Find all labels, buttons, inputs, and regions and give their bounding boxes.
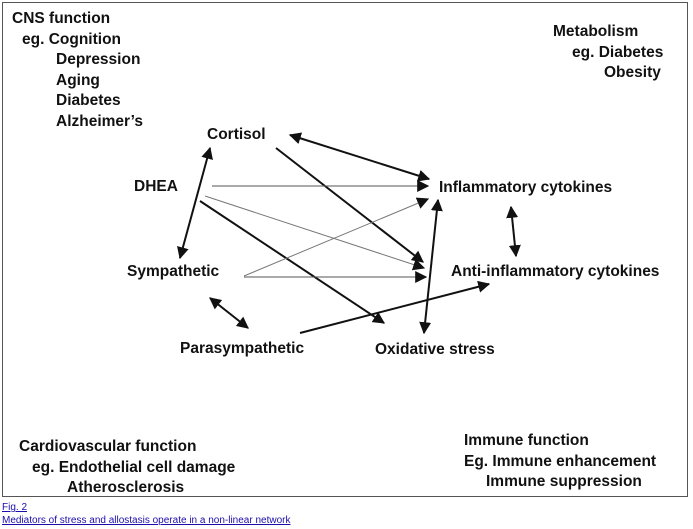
immune-line: Immune suppression <box>486 473 642 490</box>
arrow-inflammatory-antiinflammatory <box>506 205 521 258</box>
cns-line: Alzheimer’s <box>56 112 144 130</box>
cns-line: Depression <box>56 51 141 68</box>
node-sympathetic: Sympathetic <box>127 263 220 280</box>
cns-line: Aging <box>56 71 100 89</box>
arrow-sympathetic-parasympathetic <box>209 297 249 329</box>
cardiovascular-block: Cardiovascular function eg. Endothelial … <box>19 437 235 499</box>
cns-function-block: CNS function eg. Cognition Depression Ag… <box>12 9 143 132</box>
cardio-line: eg. Endothelial cell damage <box>32 458 236 476</box>
arrow-cortisol-antiinflammatory <box>275 147 424 263</box>
cns-line: Diabetes <box>56 92 121 109</box>
node-inflammatory-cytokines: Inflammatory cytokines <box>439 179 613 196</box>
metabolism-title: Metabolism <box>553 23 639 40</box>
metabolism-block: Metabolism eg. Diabetes Obesity <box>553 22 663 84</box>
arrow-dhea-antiinflammatory <box>204 195 426 271</box>
node-anti-inflammatory-cytokines: Anti-inflammatory cytokines <box>451 263 660 280</box>
arrow-parasympathetic-antiinflammatory <box>299 280 491 334</box>
metabolism-line: eg. Diabetes <box>572 43 664 61</box>
metabolism-line: Obesity <box>604 64 661 81</box>
node-parasympathetic: Parasympathetic <box>180 340 305 357</box>
immune-block: Immune function Eg. Immune enhancement I… <box>464 431 656 493</box>
arrow-cortisol-sympathetic <box>177 146 213 260</box>
cardio-title: Cardiovascular function <box>19 438 197 455</box>
node-oxidative-stress: Oxidative stress <box>375 341 495 358</box>
figure-frame <box>2 2 688 497</box>
arrow-inflammatory-oxidative <box>419 198 443 335</box>
cns-title: CNS function <box>12 10 111 27</box>
figure-label-link[interactable]: Fig. 2 <box>2 502 28 513</box>
node-dhea: DHEA <box>134 178 178 195</box>
immune-line: Eg. Immune enhancement <box>464 452 657 470</box>
cardio-line: Atherosclerosis <box>67 479 185 496</box>
arrow-dhea-oxidative <box>199 200 386 324</box>
arrow-cortisol-inflammatory <box>288 132 431 182</box>
arrow-sympathetic-inflammatory <box>243 197 430 277</box>
immune-title: Immune function <box>464 432 589 449</box>
figure-caption-link[interactable]: Mediators of stress and allostasis opera… <box>2 515 291 526</box>
cns-line: eg. Cognition <box>22 30 122 48</box>
node-cortisol: Cortisol <box>207 126 266 143</box>
